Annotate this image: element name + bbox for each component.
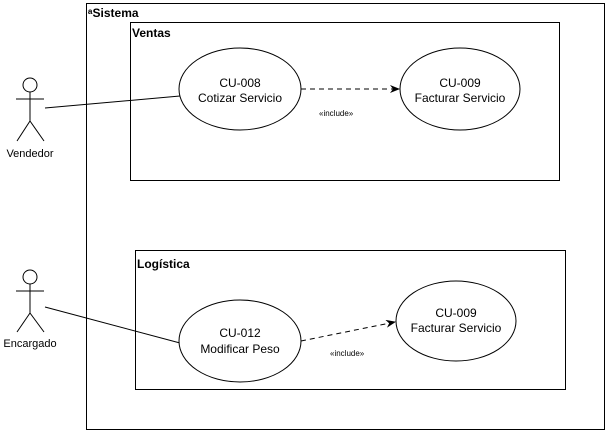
use-case-cu009-ventas-name: Facturar Servicio — [415, 91, 506, 105]
use-case-cu009-ventas-id: CU-009 — [439, 76, 481, 90]
association-encargado-cu012 — [44, 306, 181, 344]
use-case-cu009-logistica-id: CU-009 — [435, 306, 477, 320]
use-case-cu008-ellipse — [178, 47, 302, 131]
association-vendedor-cu008 — [44, 95, 181, 109]
package-logistica-title: Logística — [137, 257, 190, 271]
system-title: ᵃSistema — [88, 6, 139, 20]
include-label-ventas: «include» — [319, 109, 354, 118]
actor-encargado-label: Encargado — [3, 338, 56, 350]
actor-vendedor-label: Vendedor — [6, 148, 53, 160]
use-case-cu009-ventas[interactable]: CU-009 Facturar Servicio — [399, 47, 521, 131]
use-case-cu012-ellipse — [178, 299, 302, 383]
use-case-cu012[interactable]: CU-012 Modificar Peso — [178, 299, 302, 383]
package-ventas-title: Ventas — [132, 26, 171, 40]
use-case-cu008-id: CU-008 — [219, 76, 261, 90]
include-label-logistica: «include» — [330, 349, 365, 358]
use-case-cu009-logistica-ellipse — [395, 280, 517, 362]
use-case-cu008-name: Cotizar Servicio — [198, 91, 282, 105]
stick-figure-icon — [16, 269, 45, 333]
actor-encargado[interactable]: Encargado — [3, 269, 57, 350]
actor-vendedor[interactable]: Vendedor — [6, 77, 54, 160]
use-case-cu009-logistica[interactable]: CU-009 Facturar Servicio — [395, 280, 517, 362]
use-case-cu009-ventas-ellipse — [399, 47, 521, 131]
include-arrow-logistica — [300, 319, 396, 342]
use-case-cu009-logistica-name: Facturar Servicio — [411, 321, 502, 335]
use-case-cu012-name: Modificar Peso — [200, 342, 280, 356]
use-case-cu012-id: CU-012 — [219, 326, 261, 340]
stick-figure-icon — [16, 77, 45, 142]
use-case-cu008[interactable]: CU-008 Cotizar Servicio — [178, 47, 302, 131]
